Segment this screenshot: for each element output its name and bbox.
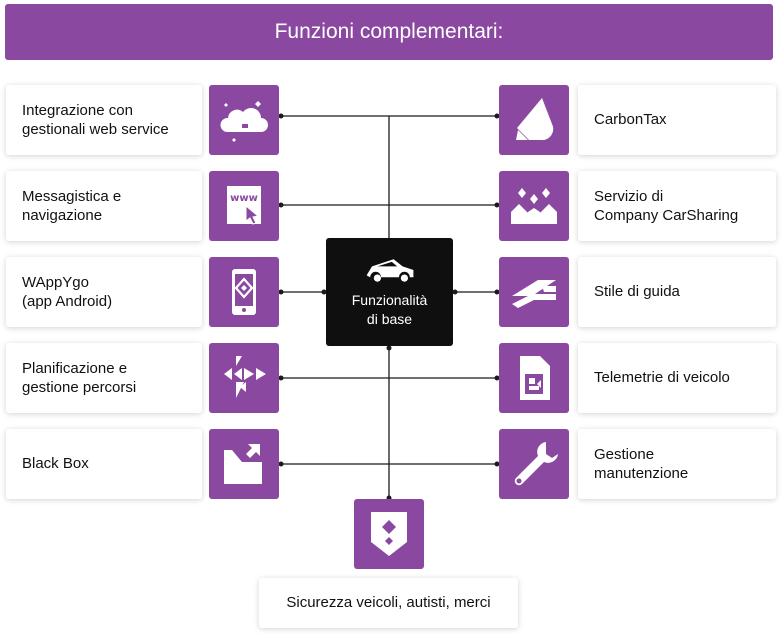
sim-card-icon (499, 343, 569, 413)
card-sicurezza: Sicurezza veicoli, autisti, merci (259, 578, 518, 628)
card-telemetrie: Telemetrie di veicolo (578, 343, 776, 413)
card-label: Stile di guida (594, 283, 680, 301)
card-label: Messagistica e navigazione (22, 187, 122, 225)
www-icon: www (209, 171, 279, 241)
drop-icon (499, 85, 569, 155)
card-label: Gestione manutenzione (594, 445, 689, 483)
card-wappygo: WAppYgo (app Android) (6, 257, 202, 327)
people-icon (499, 171, 569, 241)
card-stile-di-guida: Stile di guida (578, 257, 776, 327)
core-features-label: Funzionalità di base (351, 292, 428, 327)
card-carsharing: Servizio di Company CarSharing (578, 171, 776, 241)
black-box-icon (209, 429, 279, 499)
core-features-box: Funzionalità di base (326, 238, 453, 346)
card-label: Integrazione con gestionali web service (22, 101, 169, 139)
driving-style-icon (499, 257, 569, 327)
svg-text:www: www (230, 193, 258, 204)
card-label: Sicurezza veicoli, autisti, merci (286, 594, 491, 612)
cloud-icon (209, 85, 279, 155)
card-label: CarbonTax (594, 111, 667, 129)
car-icon (366, 259, 413, 282)
card-label: WAppYgo (app Android) (22, 273, 113, 311)
shield-icon (354, 499, 424, 569)
card-label: Telemetrie di veicolo (594, 369, 730, 387)
wrench-icon (499, 429, 569, 499)
card-messagistica: Messagistica e navigazione (6, 171, 202, 241)
card-label: Planificazione e gestione percorsi (22, 359, 137, 397)
card-black-box: Black Box (6, 429, 202, 499)
card-integrazione-web-service: Integrazione con gestionali web service (6, 85, 202, 155)
card-carbontax: CarbonTax (578, 85, 776, 155)
title-banner: Funzioni complementari: (5, 4, 773, 60)
card-planificazione: Planificazione e gestione percorsi (6, 343, 202, 413)
card-label: Servizio di Company CarSharing (594, 187, 739, 225)
route-arrows-icon (209, 343, 279, 413)
smartphone-icon (209, 257, 279, 327)
card-label: Black Box (22, 455, 89, 473)
title-text: Funzioni complementari: (274, 20, 504, 43)
card-manutenzione: Gestione manutenzione (578, 429, 776, 499)
